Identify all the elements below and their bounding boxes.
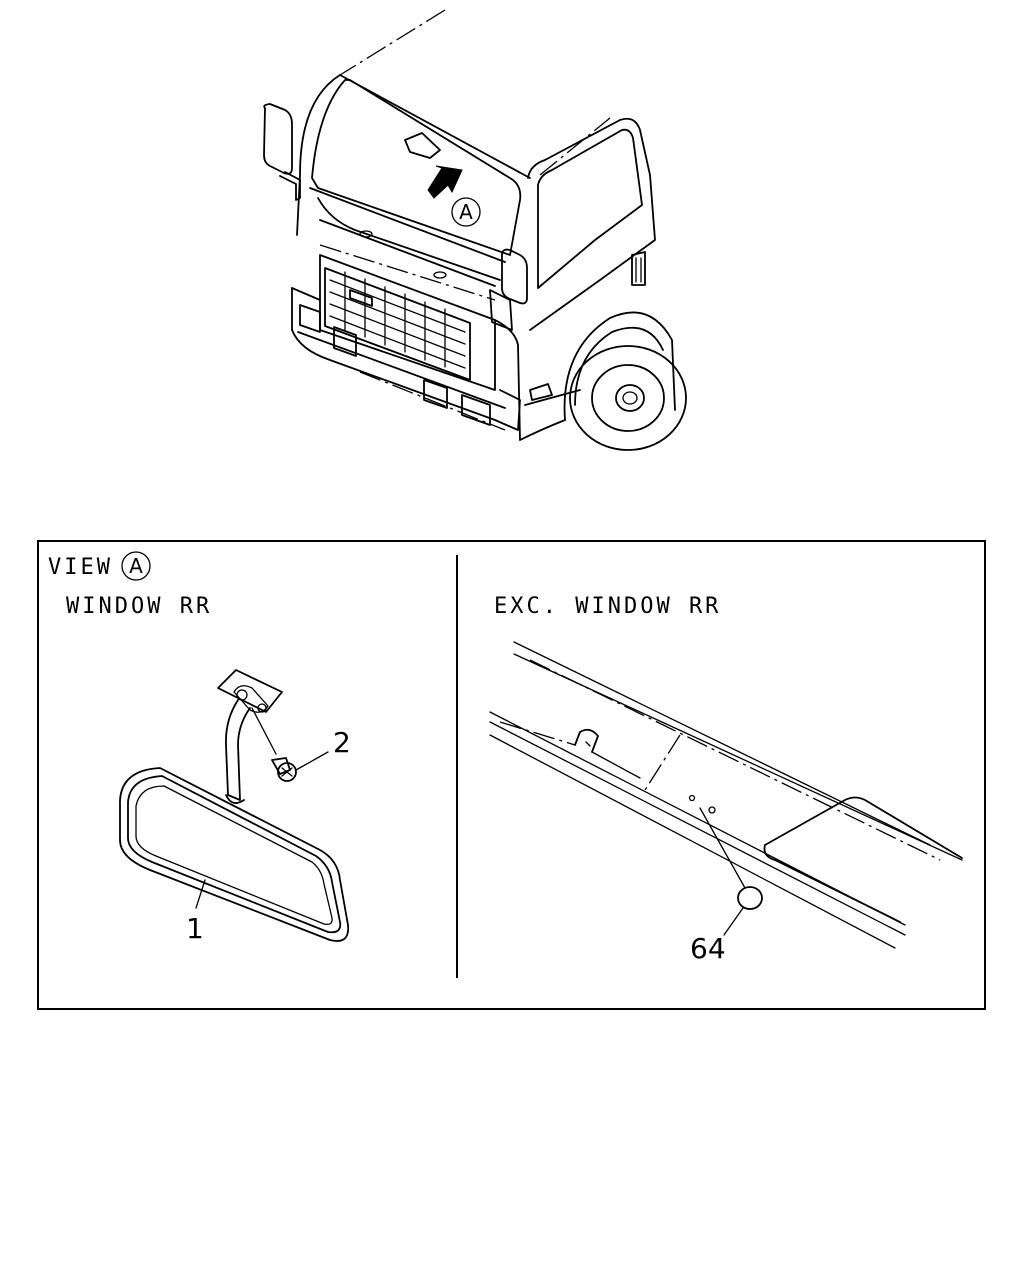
callout-cap: 64 (690, 932, 726, 965)
truck-cab-illustration: A (263, 9, 687, 451)
screw-icon (271, 751, 329, 782)
right-heading: EXC. WINDOW RR (494, 594, 721, 619)
rearview-mirror-icon (119, 669, 350, 942)
detail-panel: VIEW A WINDOW RR EXC. WINDOW RR (37, 540, 986, 1010)
callout-mirror: 1 (186, 912, 204, 945)
overview-view-marker: A (459, 200, 473, 224)
left-heading: WINDOW RR (66, 594, 212, 619)
roof-panel-illustration (489, 641, 963, 949)
view-label: VIEW (48, 555, 113, 580)
view-marker: A (129, 554, 143, 578)
callout-screw: 2 (333, 726, 351, 759)
plug-cap-icon (699, 807, 763, 936)
view-direction-arrow-icon (427, 165, 463, 199)
